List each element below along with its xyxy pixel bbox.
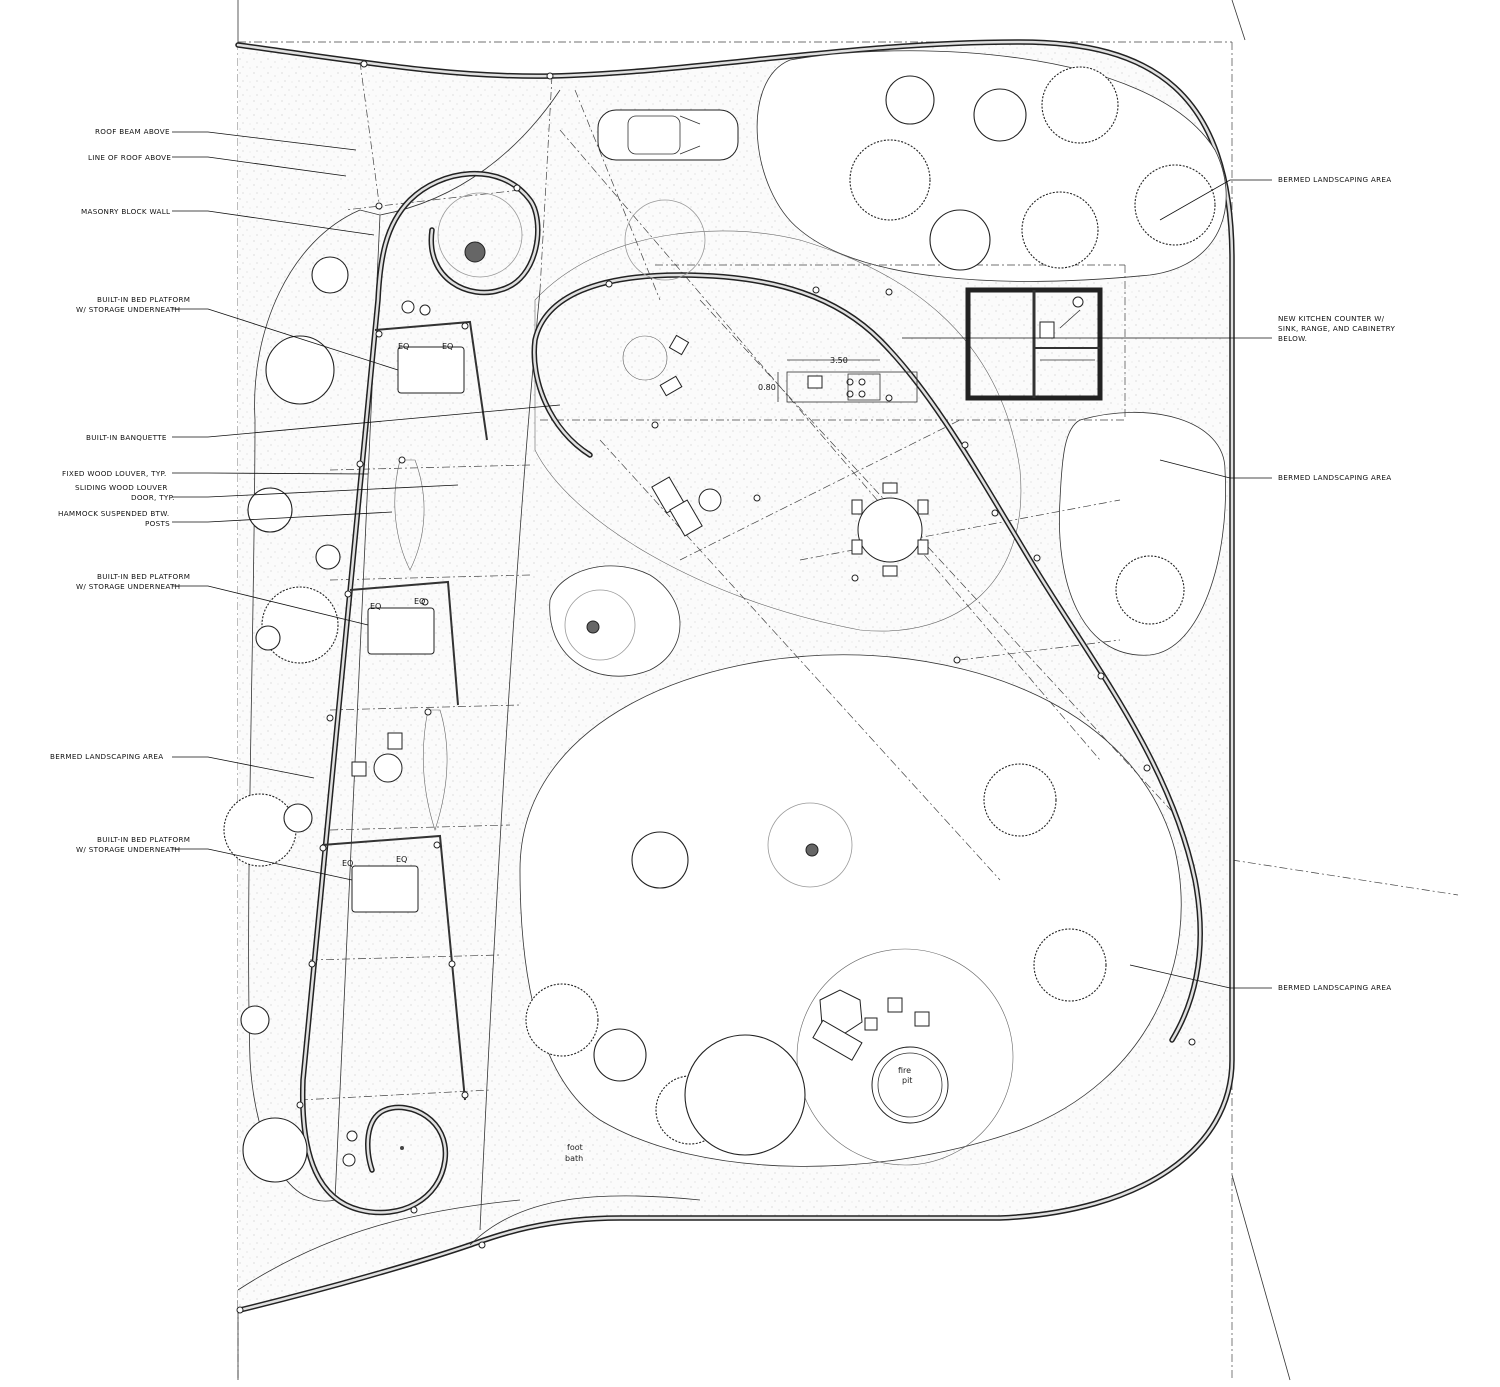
callout-bed-2-line2: W/ STORAGE UNDERNEATH bbox=[76, 582, 180, 591]
eq-mark: EQ bbox=[414, 597, 425, 606]
callout-kitchen-line3: BELOW. bbox=[1278, 334, 1307, 343]
dim-counter-depth: 0.80 bbox=[758, 383, 776, 392]
car bbox=[597, 109, 739, 161]
callout-bed-3-line2: W/ STORAGE UNDERNEATH bbox=[76, 845, 180, 854]
callout-sliding-louver-line2: DOOR, TYP. bbox=[131, 493, 175, 502]
eq-mark: EQ bbox=[442, 342, 453, 351]
callout-sliding-louver: SLIDING WOOD LOUVER bbox=[75, 483, 168, 492]
callout-roof-line: LINE OF ROOF ABOVE bbox=[88, 153, 171, 162]
eq-mark: EQ bbox=[398, 342, 409, 351]
callout-banquette: BUILT-IN BANQUETTE bbox=[86, 433, 167, 442]
fire-pit-label: fire bbox=[898, 1066, 911, 1075]
callout-hammock: HAMMOCK SUSPENDED BTW. bbox=[58, 509, 169, 518]
eq-mark: EQ bbox=[342, 859, 353, 868]
callout-kitchen-line2: SINK, RANGE, AND CABINETRY bbox=[1278, 324, 1395, 333]
foot-bath-label: foot bbox=[567, 1143, 583, 1152]
callout-roof-beam: ROOF BEAM ABOVE bbox=[95, 127, 170, 136]
callout-berm-left: BERMED LANDSCAPING AREA bbox=[50, 752, 163, 761]
callout-bed-2: BUILT-IN BED PLATFORM bbox=[97, 572, 190, 581]
eq-mark: EQ bbox=[370, 602, 381, 611]
foot-bath-label-2: bath bbox=[565, 1154, 583, 1163]
plan-annotations: fire pit foot bath 3.50 0.80 EQ EQ EQ EQ… bbox=[342, 342, 912, 1163]
guest-wing bbox=[296, 60, 554, 1249]
callout-berm-mid-right: BERMED LANDSCAPING AREA bbox=[1278, 473, 1391, 482]
dim-counter-length: 3.50 bbox=[830, 356, 848, 365]
callout-bed-1: BUILT-IN BED PLATFORM bbox=[97, 295, 190, 304]
trees bbox=[223, 66, 1216, 1183]
callout-fixed-louver: FIXED WOOD LOUVER, TYP. bbox=[62, 469, 167, 478]
fire-pit-area bbox=[812, 989, 949, 1124]
callout-berm-top-right: BERMED LANDSCAPING AREA bbox=[1278, 175, 1391, 184]
callout-hammock-line2: POSTS bbox=[145, 519, 170, 528]
berm-outlines bbox=[248, 50, 1227, 1202]
left-callouts: ROOF BEAM ABOVE LINE OF ROOF ABOVE MASON… bbox=[50, 127, 561, 881]
callout-bed-1-line2: W/ STORAGE UNDERNEATH bbox=[76, 305, 180, 314]
fire-pit-label-2: pit bbox=[902, 1076, 912, 1085]
callout-masonry-wall: MASONRY BLOCK WALL bbox=[81, 207, 170, 216]
main-pavilion bbox=[531, 272, 1203, 1046]
callout-bed-3: BUILT-IN BED PLATFORM bbox=[97, 835, 190, 844]
eq-mark: EQ bbox=[396, 855, 407, 864]
callout-berm-bottom-right: BERMED LANDSCAPING AREA bbox=[1278, 983, 1391, 992]
right-callouts: BERMED LANDSCAPING AREA NEW KITCHEN COUN… bbox=[902, 175, 1395, 992]
callout-kitchen: NEW KITCHEN COUNTER W/ bbox=[1278, 314, 1385, 323]
